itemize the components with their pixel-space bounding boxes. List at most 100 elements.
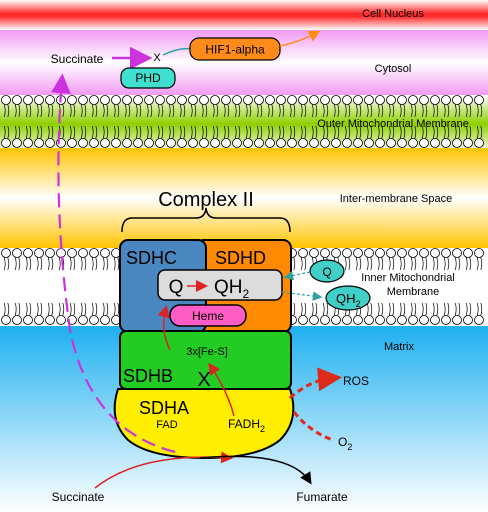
lipid-head: [232, 95, 242, 105]
lipid-head: [463, 248, 473, 258]
lipid-tail: [69, 257, 72, 271]
lipid-head: [298, 315, 308, 325]
lipid-tail: [40, 104, 43, 118]
lipid-tail: [399, 104, 402, 118]
lipid-tail: [366, 257, 369, 271]
lipid-tail: [344, 104, 347, 118]
lipid-tail: [304, 104, 307, 118]
lipid-tail: [40, 302, 43, 316]
lipid-tail: [40, 125, 43, 139]
lipid-head: [452, 95, 462, 105]
lipid-tail: [113, 302, 116, 316]
nucleus-band: [0, 0, 488, 30]
lipid-tail: [190, 125, 193, 139]
lipid-tail: [436, 125, 439, 139]
lipid-head: [419, 138, 429, 148]
lipid-tail: [410, 125, 413, 139]
lipid-tail: [480, 125, 483, 139]
lipid-tail: [425, 257, 428, 271]
lipid-head: [23, 315, 33, 325]
lipid-tail: [106, 257, 109, 271]
lipid-tail: [172, 104, 175, 118]
lipid-tail: [377, 302, 380, 316]
lipid-tail: [359, 257, 362, 271]
lipid-tail: [304, 125, 307, 139]
lipid-head: [232, 138, 242, 148]
membrane-q-label: Q: [322, 265, 331, 279]
lipid-head: [353, 248, 363, 258]
lipid-tail: [399, 302, 402, 316]
lipid-head: [243, 95, 253, 105]
lipid-tail: [322, 125, 325, 139]
matrix-label: Matrix: [384, 341, 414, 353]
lipid-tail: [410, 104, 413, 118]
lipid-tail: [7, 125, 10, 139]
lipid-tail: [249, 125, 252, 139]
quinone-site-box: [157, 269, 283, 301]
lipid-tail: [326, 104, 329, 118]
lipid-tail: [95, 302, 98, 316]
sdhb-label: SDHB: [123, 366, 173, 386]
lipid-tail: [91, 257, 94, 271]
lipid-tail: [7, 302, 10, 316]
lipid-tail: [84, 302, 87, 316]
lipid-tail: [3, 125, 6, 139]
lipid-head: [430, 248, 440, 258]
lipid-head: [45, 248, 55, 258]
lipid-head: [243, 138, 253, 148]
lipid-head: [320, 248, 330, 258]
lipid-tail: [36, 302, 39, 316]
lipid-tail: [311, 104, 314, 118]
lipid-head: [12, 138, 22, 148]
lipid-head: [342, 95, 352, 105]
sdhc-label: SDHC: [126, 248, 177, 268]
lipid-head: [375, 138, 385, 148]
lipid-tail: [348, 257, 351, 271]
lipid-tail: [227, 125, 230, 139]
lipid-tail: [377, 125, 380, 139]
lipid-tail: [18, 125, 21, 139]
lipid-tail: [381, 104, 384, 118]
quinone-site-qh2: QH2: [214, 277, 250, 301]
lipid-head: [188, 138, 198, 148]
lipid-tail: [289, 104, 292, 118]
lipid-tail: [201, 104, 204, 118]
lipid-head: [452, 248, 462, 258]
lipid-tail: [392, 257, 395, 271]
intermembrane-band: [0, 148, 488, 248]
lipid-tail: [480, 104, 483, 118]
lipid-tail: [58, 302, 61, 316]
lipid-tail: [80, 125, 83, 139]
lipid-tail: [128, 104, 131, 118]
lipid-tail: [216, 125, 219, 139]
lipid-head: [276, 138, 286, 148]
lipid-tail: [84, 104, 87, 118]
lipid-tail: [399, 125, 402, 139]
sdha-label: SDHA: [139, 398, 189, 418]
lipid-tail: [135, 125, 138, 139]
lipid-head: [265, 95, 275, 105]
lipid-tail: [51, 302, 54, 316]
lipid-head: [100, 248, 110, 258]
lipid-tail: [337, 104, 340, 118]
lipid-head: [78, 248, 88, 258]
lipid-tail: [436, 257, 439, 271]
lipid-head: [474, 315, 484, 325]
lipid-tail: [322, 302, 325, 316]
lipid-head: [320, 138, 330, 148]
lipid-tail: [117, 104, 120, 118]
lipid-tail: [293, 104, 296, 118]
lipid-tail: [414, 104, 417, 118]
lipid-head: [452, 138, 462, 148]
lipid-tail: [25, 302, 28, 316]
lipid-tail: [366, 104, 369, 118]
lipid-tail: [278, 104, 281, 118]
lipid-head: [408, 95, 418, 105]
lipid-tail: [179, 104, 182, 118]
lipid-head: [463, 95, 473, 105]
lipid-tail: [29, 302, 32, 316]
lipid-head: [364, 248, 374, 258]
lipid-tail: [282, 125, 285, 139]
lipid-tail: [458, 104, 461, 118]
lipid-head: [199, 95, 209, 105]
